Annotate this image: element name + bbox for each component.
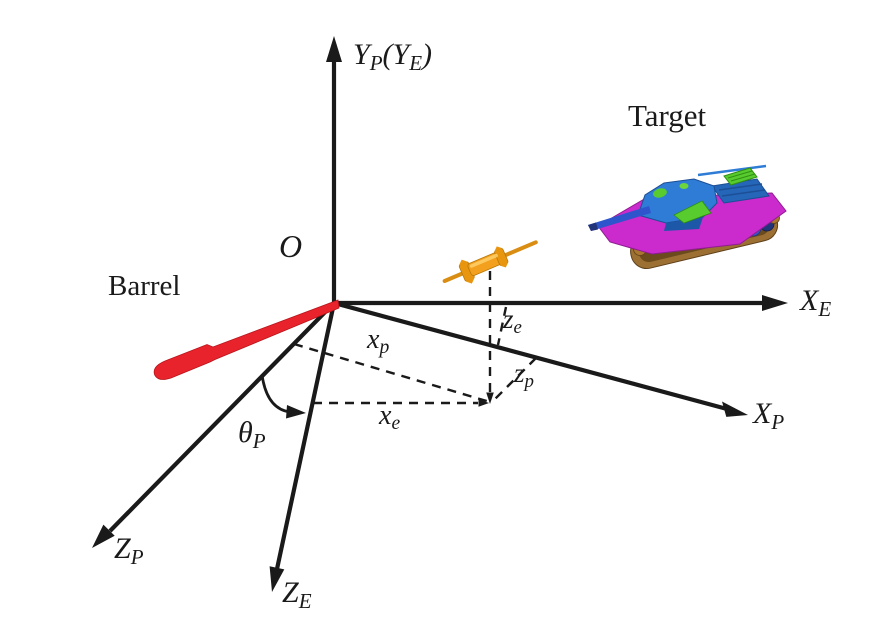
tank-gun-barrel bbox=[588, 206, 651, 231]
theta-arc-arrowhead-icon bbox=[286, 405, 306, 419]
label-sub: E bbox=[298, 588, 312, 613]
label-base: O bbox=[279, 228, 303, 264]
label-sub: E bbox=[818, 296, 832, 321]
zp-axis-arrowhead-icon bbox=[92, 524, 115, 548]
tank-mesh-line bbox=[727, 170, 753, 179]
label-sub: P bbox=[771, 409, 785, 434]
ze-axis-line bbox=[274, 302, 337, 570]
xp-axis-arrowhead-icon bbox=[722, 401, 748, 417]
label-sub: P bbox=[252, 428, 266, 453]
label-base: x bbox=[367, 324, 380, 355]
label-sub: E bbox=[409, 50, 423, 75]
zp-axis-line bbox=[108, 301, 336, 533]
axes bbox=[108, 58, 766, 570]
tank-hatch-green bbox=[653, 188, 667, 198]
target-tank bbox=[588, 164, 787, 270]
label-paren: ) bbox=[422, 38, 433, 71]
label-base: X bbox=[753, 397, 772, 430]
plumb-foot-arrowhead-icon bbox=[486, 392, 494, 404]
label-base: X bbox=[800, 284, 819, 317]
origin-label: O bbox=[279, 230, 302, 262]
barrel-shape bbox=[153, 299, 340, 380]
coord-xp-label: xp bbox=[367, 324, 389, 358]
xe-foot-arrowhead-icon bbox=[478, 399, 489, 407]
tank-hatch-green-small bbox=[679, 183, 689, 189]
xp-projection-dashed bbox=[293, 342, 491, 404]
xe-axis-arrowhead-icon bbox=[762, 295, 788, 311]
tank-turret-underside bbox=[664, 217, 703, 231]
y-axis-label: YP(YE) bbox=[353, 38, 433, 74]
xp-axis-label: XP bbox=[753, 397, 784, 433]
label-base: x bbox=[379, 400, 392, 431]
label-base: Y bbox=[392, 38, 410, 71]
label-base: Target bbox=[628, 98, 707, 133]
tank-gun-muzzle bbox=[588, 222, 598, 231]
coord-zp-label: zp bbox=[514, 358, 534, 392]
label-sub: P bbox=[369, 50, 383, 75]
label-sub: p bbox=[379, 337, 390, 359]
xp-axis-line bbox=[333, 300, 728, 412]
projectile-rear-fin-bottom bbox=[465, 277, 475, 284]
tank-railing bbox=[697, 164, 767, 177]
label-sub: e bbox=[391, 413, 401, 435]
axis-arrowheads bbox=[92, 36, 788, 592]
projectile bbox=[442, 240, 538, 284]
projectile-highlight bbox=[469, 253, 498, 268]
label-base: θ bbox=[238, 416, 253, 449]
label-sub: p bbox=[524, 371, 534, 393]
theta-arc-curve bbox=[260, 374, 291, 414]
label-paren: ( bbox=[382, 38, 393, 71]
projectile-front-fin-bottom bbox=[500, 262, 509, 268]
label-sub: P bbox=[130, 544, 144, 569]
tank-deck-grid-line bbox=[718, 183, 763, 191]
zp-axis-label: ZP bbox=[114, 532, 144, 568]
y-axis-arrowhead-icon bbox=[326, 36, 342, 62]
tank-turret-panel-green bbox=[673, 200, 712, 224]
label-base: z bbox=[514, 358, 525, 388]
label-base: Z bbox=[114, 532, 131, 565]
ze-axis-arrowhead-icon bbox=[269, 566, 285, 592]
label-base: z bbox=[503, 304, 514, 334]
label-base: Y bbox=[353, 38, 370, 71]
theta-angle-label: θP bbox=[238, 416, 266, 452]
theta-angle-arc bbox=[260, 374, 306, 419]
projectile-rear-fin-top bbox=[458, 259, 469, 266]
coord-xe-label: xe bbox=[379, 400, 400, 434]
barrel-label: Barrel bbox=[108, 272, 180, 301]
tank-mesh-line bbox=[730, 173, 756, 182]
label-sub: e bbox=[513, 317, 522, 339]
ze-axis-label: ZE bbox=[282, 576, 312, 612]
dashed-line-arrowheads bbox=[478, 392, 494, 407]
zp-projection-dashed bbox=[493, 357, 537, 401]
tank-deck-grid-line bbox=[721, 189, 766, 197]
ze-projection-dashed bbox=[496, 306, 508, 346]
label-base: Z bbox=[282, 576, 299, 609]
target-label: Target bbox=[628, 100, 706, 131]
dashed-projections bbox=[293, 271, 537, 405]
projectile-front-fin-top bbox=[494, 246, 503, 252]
coord-ze-label: ze bbox=[503, 304, 522, 338]
label-base: Barrel bbox=[108, 270, 181, 302]
xe-axis-label: XE bbox=[800, 284, 831, 320]
